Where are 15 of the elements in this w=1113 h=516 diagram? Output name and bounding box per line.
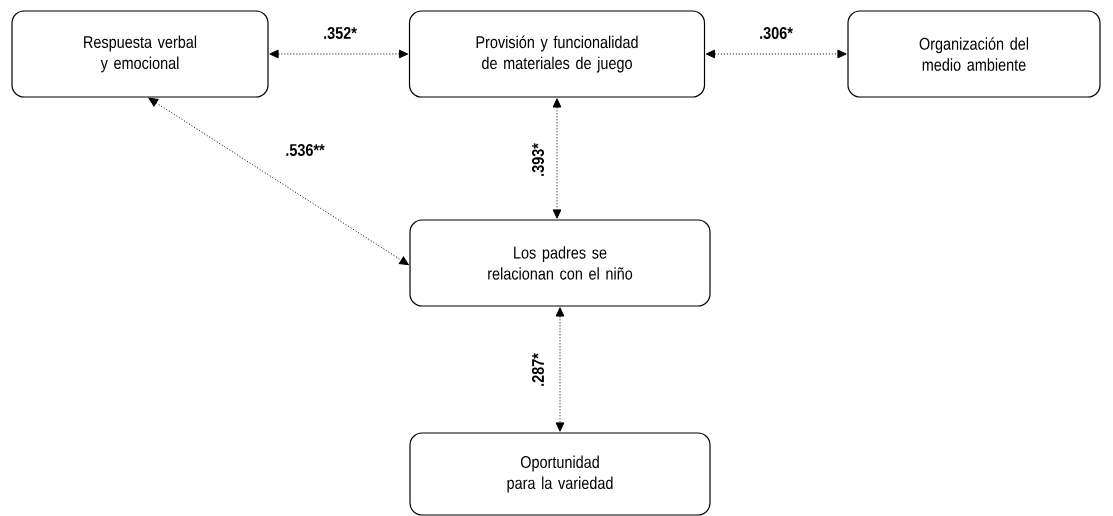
edge-label: .352* bbox=[322, 25, 358, 40]
rounded-box: Respuesta verbal y emocional bbox=[11, 10, 269, 98]
rounded-box: Provisión y funcionalidad de materiales de juego bbox=[408, 10, 706, 98]
arrow bbox=[555, 307, 565, 432]
rounded-box: Oportunidad para la variedad bbox=[409, 432, 711, 516]
edge-label: .306* bbox=[758, 25, 794, 40]
arrow bbox=[269, 49, 409, 59]
rounded-box: Organización del medio ambiente bbox=[847, 10, 1101, 98]
arrow bbox=[705, 49, 847, 59]
arrow bbox=[148, 97, 409, 266]
edge-label: .287* bbox=[531, 352, 546, 388]
rounded-box: Los padres se relacionan con el niño bbox=[409, 219, 711, 307]
edge-label: .393* bbox=[531, 142, 546, 178]
arrow bbox=[552, 98, 562, 219]
edge-label: .536** bbox=[284, 142, 326, 157]
